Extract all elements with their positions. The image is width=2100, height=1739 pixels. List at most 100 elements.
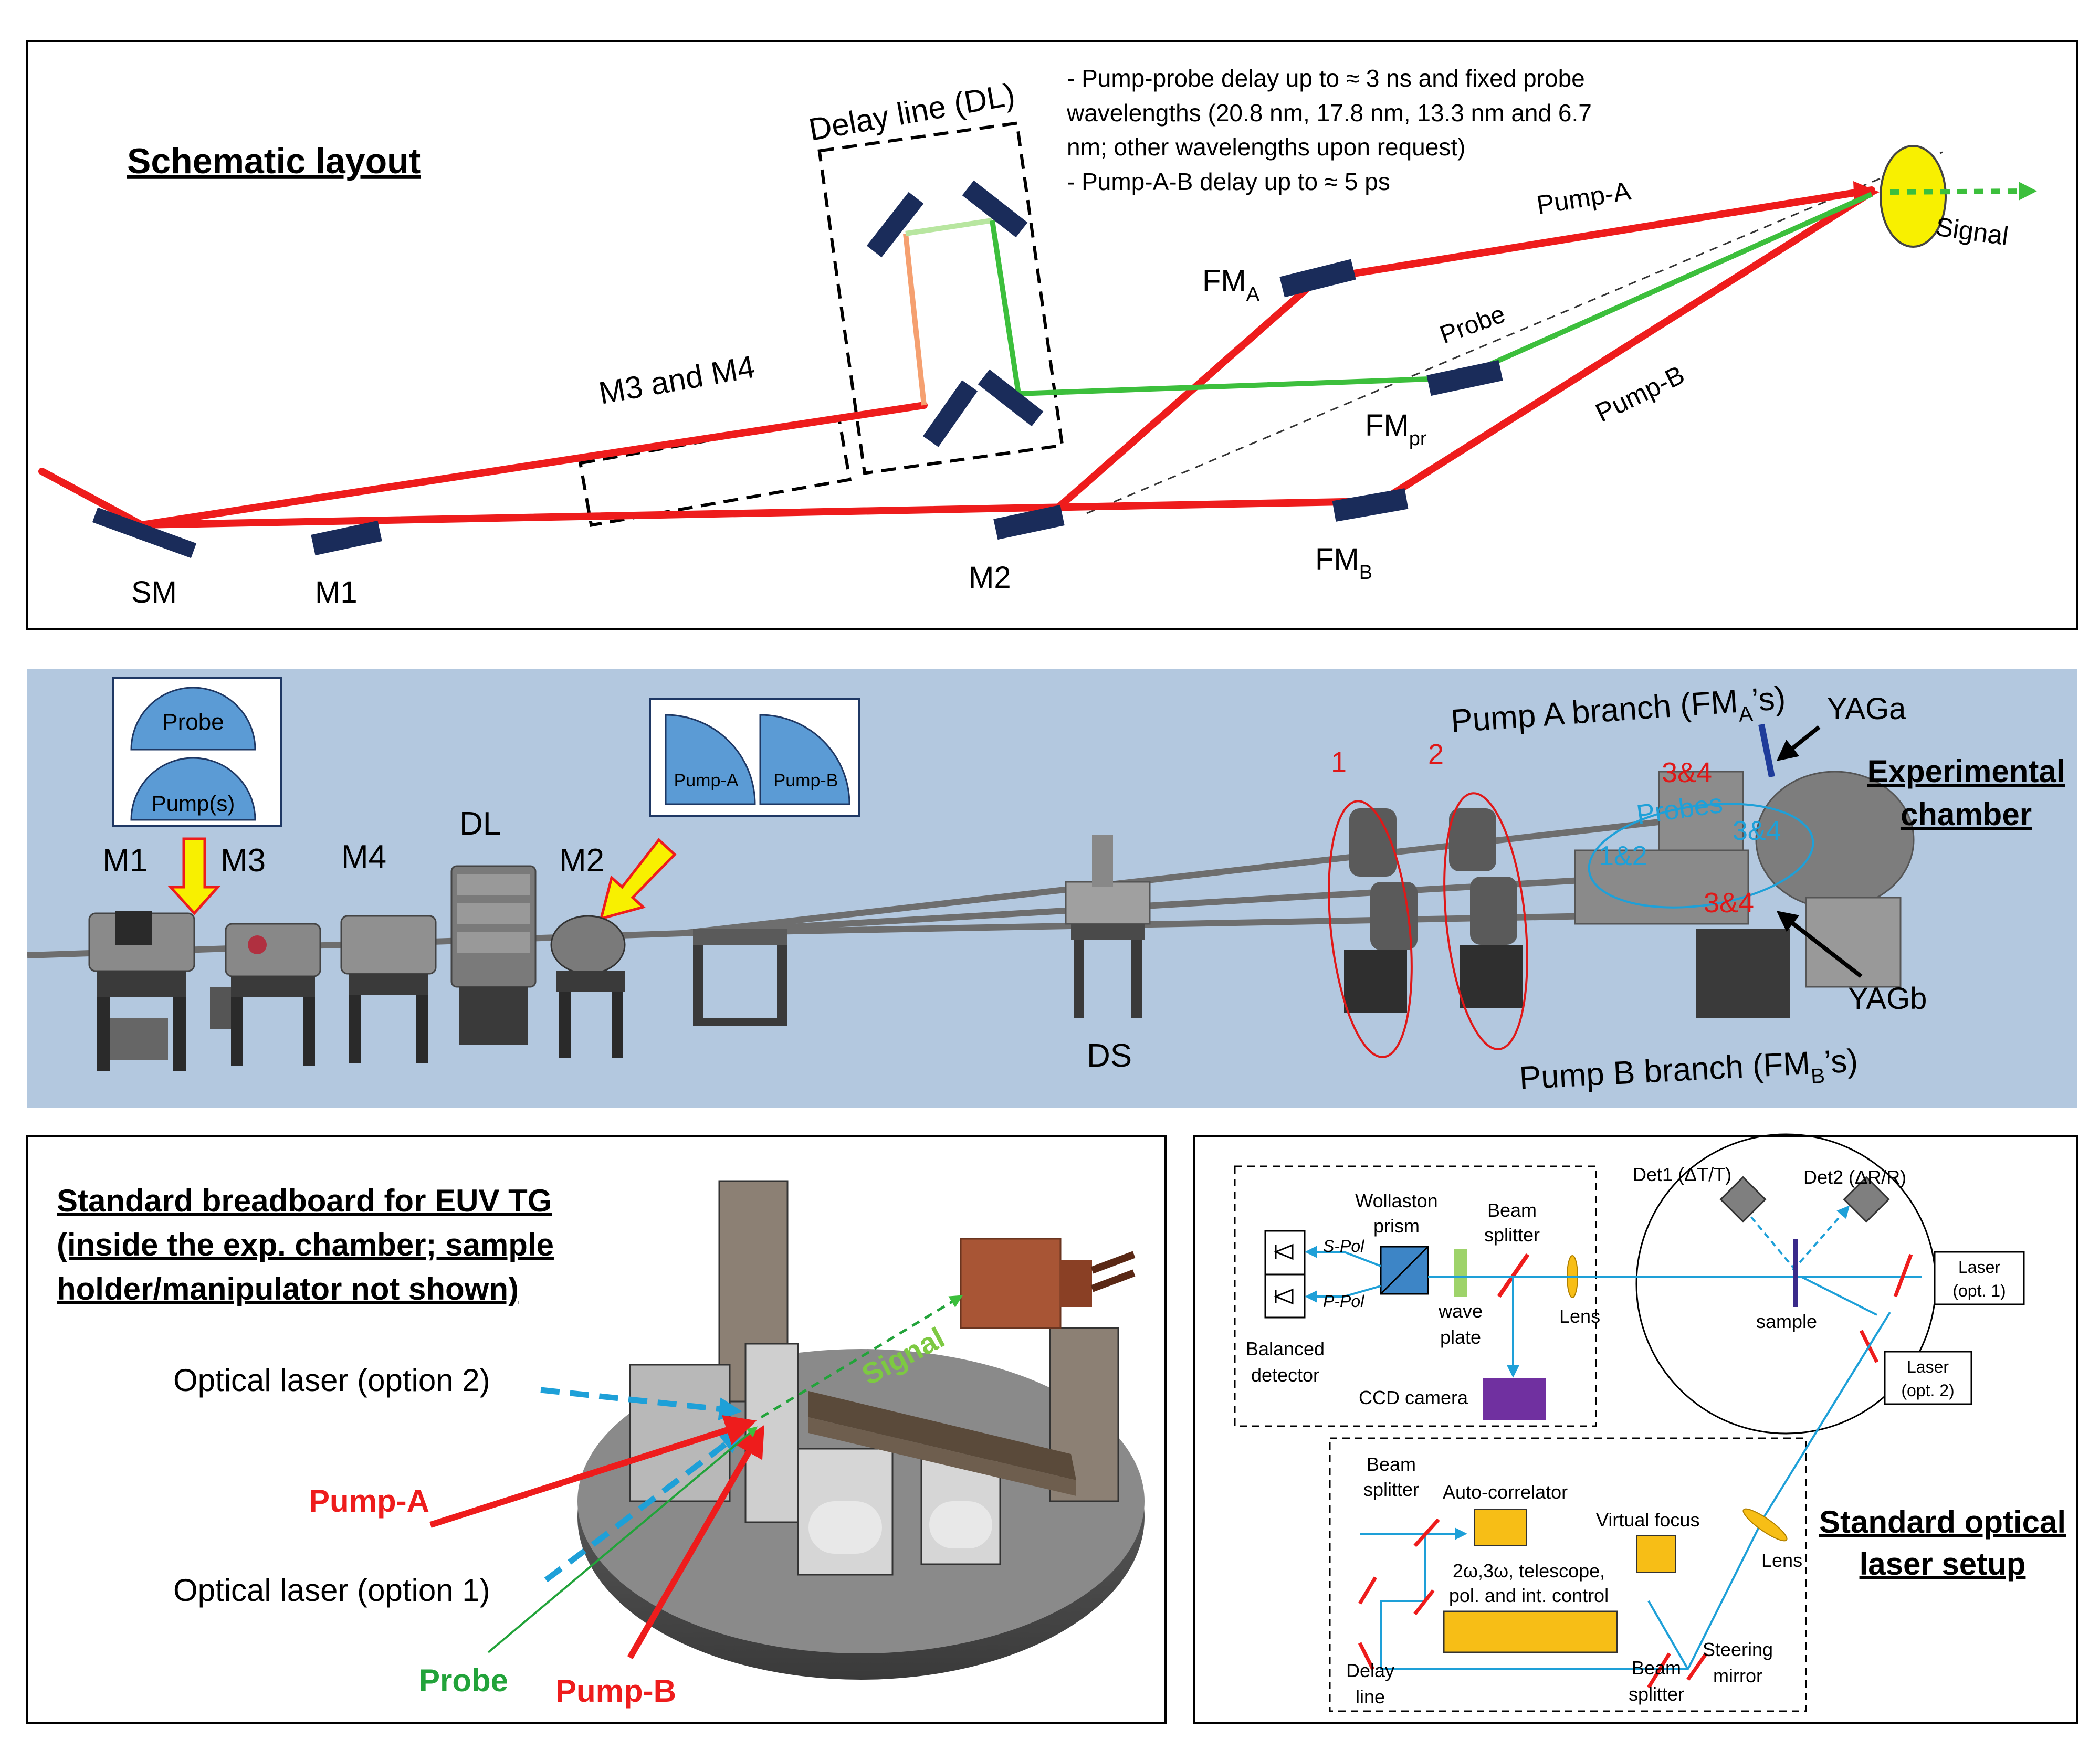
arrow-m2-diag bbox=[599, 838, 677, 921]
det2-box bbox=[1843, 1176, 1890, 1223]
lbl-wave-2: plate bbox=[1440, 1326, 1481, 1348]
bb-title-2: (inside the exp. chamber; sample bbox=[57, 1227, 554, 1262]
mirror-dl-1 bbox=[866, 192, 924, 258]
optical-panel: Wollaston prism Beam splitter S-Pol P-Po… bbox=[1193, 1133, 2078, 1724]
mirror-m3 bbox=[922, 380, 978, 447]
signal-arrowhead bbox=[2019, 182, 2037, 201]
mirror-m2 bbox=[993, 504, 1065, 540]
lbl-laser-opt1-2: (opt. 1) bbox=[1952, 1281, 2006, 1300]
inset-pumps-label: Pump(s) bbox=[152, 791, 235, 816]
label-ring-2: 2 bbox=[1428, 739, 1444, 770]
arrow-yagb bbox=[1776, 911, 1863, 978]
chamber-m1 bbox=[88, 911, 195, 1071]
lbl-bs-lower-1: Beam bbox=[1367, 1453, 1416, 1475]
dl-beam-lightgreen bbox=[905, 218, 993, 236]
lbl-laser-opt2-1: Laser bbox=[1907, 1357, 1949, 1376]
lbl-control-2: pol. and int. control bbox=[1449, 1585, 1609, 1606]
pump-a-quarter bbox=[665, 714, 756, 805]
chamber-ds bbox=[1065, 835, 1151, 1018]
lbl-p-pol: P-Pol bbox=[1323, 1292, 1364, 1311]
exp-chamber-label-1: Experimental bbox=[1867, 754, 2065, 789]
label-fm-b: FMB bbox=[1315, 542, 1372, 584]
bb-probe-beam bbox=[487, 1426, 758, 1653]
bl-label-m1: M1 bbox=[102, 842, 148, 879]
lbl-bs-bottom-2: splitter bbox=[1629, 1683, 1684, 1705]
signal-beam bbox=[1889, 188, 2027, 195]
lbl-wollaston-2: prism bbox=[1373, 1215, 1420, 1237]
virtual-focus-box bbox=[1636, 1535, 1676, 1573]
dl-beam-orange bbox=[903, 233, 927, 406]
optical-title-1: Standard optical bbox=[1819, 1504, 2066, 1540]
experimental-chamber bbox=[1574, 723, 1915, 1018]
chamber-m2 bbox=[550, 915, 626, 1058]
wollaston-prism bbox=[1380, 1246, 1429, 1295]
bl-label-ds: DS bbox=[1087, 1038, 1132, 1074]
bs-bottom bbox=[1647, 1652, 1671, 1689]
lbl-autocorr: Auto-correlator bbox=[1443, 1481, 1568, 1503]
bb-pump-a-beam bbox=[429, 1415, 757, 1528]
pump-laser-path bbox=[1360, 1311, 1891, 1670]
lbl-steering-2: mirror bbox=[1713, 1665, 1762, 1687]
delay-mirror-1 bbox=[1358, 1576, 1378, 1605]
lbl-balanced-2: detector bbox=[1251, 1364, 1319, 1386]
chamber-m3 bbox=[210, 923, 321, 1066]
ccd-camera bbox=[1483, 1378, 1546, 1420]
note-line-2: wavelengths (20.8 nm, 17.8 nm, 13.3 nm a… bbox=[1066, 99, 1592, 127]
lbl-wollaston-1: Wollaston bbox=[1355, 1190, 1437, 1211]
lbl-det2: Det2 (ΔR/R) bbox=[1803, 1166, 1906, 1188]
note-line-1: - Pump-probe delay up to ≈ 3 ns and fixe… bbox=[1067, 65, 1585, 92]
bb-opt2-label: Optical laser (option 2) bbox=[173, 1363, 490, 1398]
label-34-bottom: 3&4 bbox=[1704, 887, 1754, 919]
optical-frame bbox=[1193, 1135, 2078, 1724]
exp-chamber-label-2: chamber bbox=[1900, 797, 2032, 832]
bb-opt1-label: Optical laser (option 1) bbox=[173, 1573, 490, 1608]
mirror-m1 bbox=[311, 520, 382, 556]
delay-mirror-2 bbox=[1413, 1589, 1435, 1616]
lbl-laser-opt1-1: Laser bbox=[1958, 1258, 2000, 1277]
beamline-panel: Probe Pump(s) Pump-A Pump-B bbox=[27, 669, 2077, 1108]
lbl-control-1: 2ω,3ω, telescope, bbox=[1453, 1560, 1605, 1582]
lbl-balanced-1: Balanced bbox=[1246, 1338, 1325, 1359]
lbl-lens: Lens bbox=[1559, 1305, 1600, 1327]
pump-b-quarter bbox=[759, 714, 850, 805]
lbl-delay-2: line bbox=[1356, 1686, 1385, 1708]
bb-components bbox=[629, 1180, 1136, 1576]
lbl-s-pol: S-Pol bbox=[1323, 1237, 1364, 1256]
wave-plate bbox=[1454, 1249, 1467, 1297]
lower-lens bbox=[1742, 1508, 1788, 1542]
label-probes-12: 1&2 bbox=[1599, 841, 1647, 871]
lbl-steering-1: Steering bbox=[1703, 1639, 1773, 1660]
support-stand bbox=[693, 929, 788, 1026]
probe-laser-path bbox=[1305, 1205, 1922, 1378]
chamber-dl bbox=[450, 865, 537, 1045]
bb-probe-label: Probe bbox=[419, 1663, 508, 1698]
laser-prep-box bbox=[1329, 1437, 1807, 1712]
control-box bbox=[1443, 1610, 1618, 1653]
lbl-delay-1: Delay bbox=[1346, 1660, 1394, 1681]
bb-title-1: Standard breadboard for EUV TG bbox=[57, 1183, 552, 1218]
mirror-sm bbox=[92, 507, 197, 558]
inset-pump-b-label: Pump-B bbox=[774, 771, 838, 791]
inset-pump-a-label: Pump-A bbox=[674, 771, 739, 791]
mirror-fm-pr bbox=[1426, 360, 1503, 396]
arrow-m1-down bbox=[167, 837, 221, 915]
lbl-det1: Det1 (ΔT/T) bbox=[1633, 1164, 1731, 1185]
inset-probe-label: Probe bbox=[162, 709, 224, 735]
delay-line-box bbox=[817, 121, 1064, 475]
lbl-sample: sample bbox=[1756, 1311, 1817, 1332]
bb-signal-beam bbox=[760, 1295, 963, 1419]
label-fm-a: FMA bbox=[1202, 264, 1260, 305]
bl-label-m3: M3 bbox=[220, 842, 266, 879]
mirrors bbox=[92, 180, 1503, 558]
label-sm: SM bbox=[131, 575, 177, 609]
bl-label-m4: M4 bbox=[341, 839, 386, 875]
lbl-laser-opt2-2: (opt. 2) bbox=[1901, 1381, 1954, 1400]
mirror-dl-2 bbox=[962, 180, 1028, 238]
label-fm-pr: FMpr bbox=[1365, 408, 1427, 450]
label-m2: M2 bbox=[969, 561, 1011, 595]
probe-half-disk bbox=[130, 687, 256, 751]
chamber-m4 bbox=[340, 915, 437, 1063]
lbl-bs-1: Beam bbox=[1487, 1199, 1537, 1221]
bb-pump-b-label: Pump-B bbox=[555, 1673, 676, 1709]
